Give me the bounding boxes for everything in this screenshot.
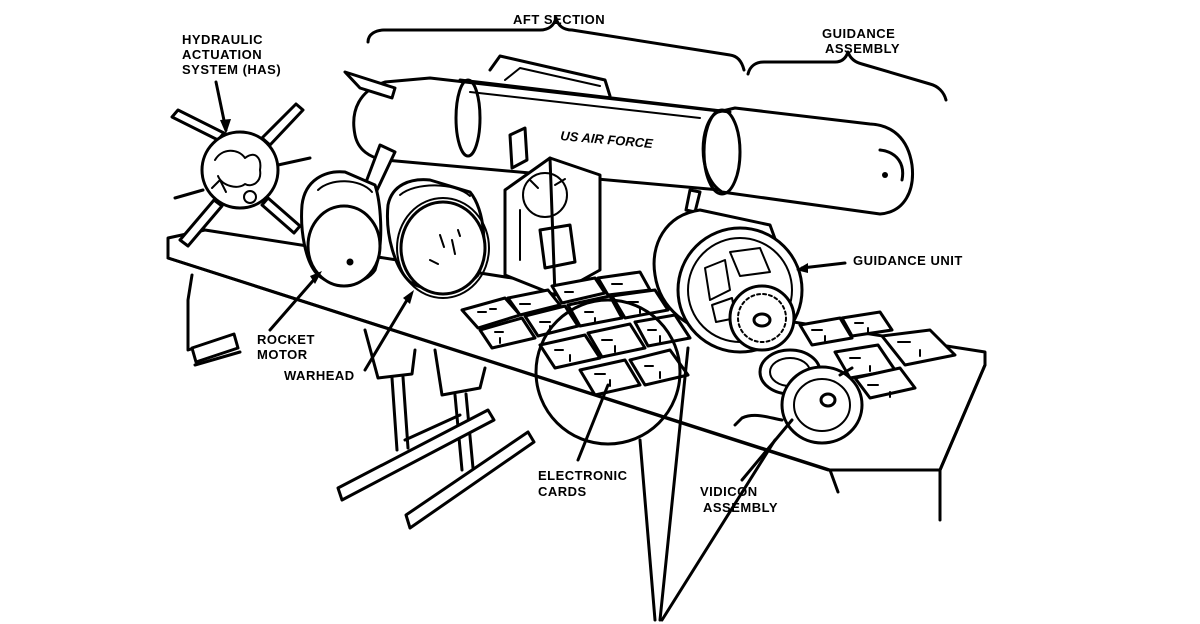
foot-block-2 — [404, 430, 536, 530]
label-has-line2: ACTUATION — [182, 47, 262, 62]
electronic-cards-right — [798, 310, 957, 400]
foot-block-left — [190, 332, 240, 364]
label-vidicon-assembly-line1: VIDICON — [700, 484, 758, 499]
label-has-line3: SYSTEM (HAS) — [182, 62, 281, 77]
guidance-assembly-bracket — [746, 50, 948, 102]
label-guidance-assembly-line2: ASSEMBLY — [825, 41, 900, 56]
label-rocket-motor-line1: ROCKET — [257, 332, 315, 347]
label-warhead: WARHEAD — [284, 368, 355, 383]
label-vidicon-assembly-line2: ASSEMBLY — [703, 500, 778, 515]
label-has-line1: HYDRAULIC — [182, 32, 263, 47]
label-electronic-cards-line1: ELECTRONIC — [538, 468, 628, 483]
trestle-stand — [336, 328, 536, 530]
rocket-motor — [300, 170, 383, 288]
label-aft-section: AFT SECTION — [513, 12, 605, 27]
leader-lines — [214, 80, 847, 622]
electronic-cards-left — [460, 270, 692, 397]
label-rocket-motor-line2: MOTOR — [257, 347, 308, 362]
electronic-cards-callout-circle — [534, 298, 682, 446]
guidance-unit — [652, 208, 804, 354]
label-guidance-unit: GUIDANCE UNIT — [853, 253, 963, 268]
aft-fin-upper — [343, 70, 397, 100]
vidicon-assembly — [733, 348, 864, 445]
warhead — [385, 178, 490, 299]
forward-fin — [684, 188, 702, 214]
foot-block-1 — [336, 408, 496, 502]
hydraulic-actuation-system — [170, 102, 312, 248]
label-electronic-cards-line2: CARDS — [538, 484, 587, 499]
label-guidance-assembly-line1: GUIDANCE — [822, 26, 895, 41]
labels: HYDRAULIC ACTUATION SYSTEM (HAS) AFT SEC… — [182, 12, 963, 515]
aft-section-bracket — [366, 16, 746, 72]
missile-body: US AIR FORCE — [343, 54, 915, 216]
electronics-chassis — [503, 126, 602, 297]
